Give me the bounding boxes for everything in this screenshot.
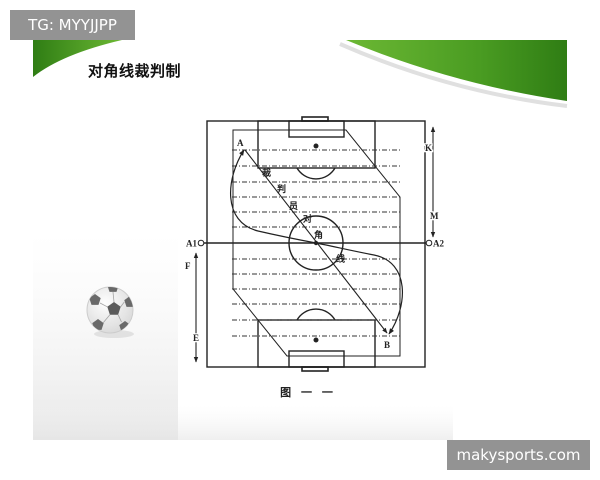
watermark-top-left: TG: MYYJJPP <box>10 10 135 40</box>
faded-bottom-strip <box>33 405 453 440</box>
diagonal-label-char: 员 <box>289 201 298 212</box>
label-a: A <box>237 138 244 148</box>
label-m: M <box>430 211 439 221</box>
header-decoration <box>33 40 568 108</box>
diagonal-label-char: 角 <box>314 229 323 241</box>
watermark-bottom-right: makysports.com <box>447 440 590 470</box>
diagonal-label-char: 对 <box>303 213 312 225</box>
slide-title: 对角线裁判制 <box>88 62 182 80</box>
label-f: F <box>185 261 191 271</box>
referee-path-curve <box>229 149 403 335</box>
green-swoosh-right <box>346 40 567 101</box>
top-penalty-spot <box>313 143 319 149</box>
a1-marker <box>197 239 205 247</box>
pitch-diagram <box>193 116 436 372</box>
bottom-penalty-spot <box>313 337 319 343</box>
top-penalty-arc <box>296 167 336 180</box>
bottom-goal-area <box>288 350 345 368</box>
swoosh-highlight <box>339 42 568 108</box>
top-goal-area <box>288 120 345 138</box>
bottom-penalty-arc <box>296 308 336 321</box>
diagonal-label-char: 线 <box>336 253 345 265</box>
a2-marker <box>425 239 433 247</box>
label-a2: A2 <box>433 239 444 249</box>
label-a1: A1 <box>186 239 197 249</box>
label-b: B <box>384 340 390 350</box>
figure-caption: 图 一 一 <box>280 386 336 399</box>
label-e: E <box>193 333 199 343</box>
bottom-penalty-area <box>257 319 376 368</box>
diagonal-label-char: 判 <box>277 183 286 195</box>
diagram-labels: A B K M F E A1 A2 裁 判 员 对 角 线 图 一 一 <box>184 138 445 399</box>
label-k: K <box>425 143 432 153</box>
green-swoosh-left <box>33 40 122 77</box>
diagonal-label-char: 裁 <box>262 167 271 179</box>
